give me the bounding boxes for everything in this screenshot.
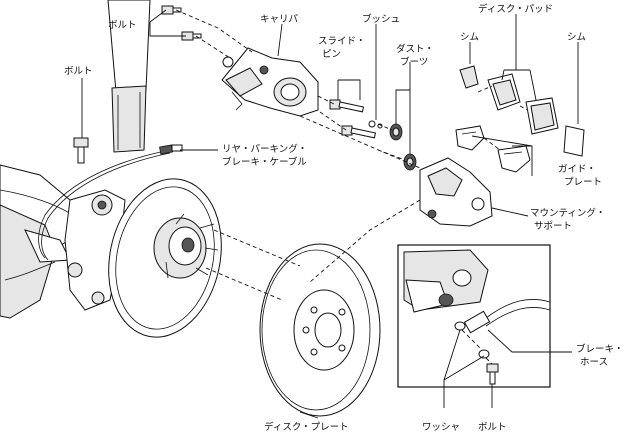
label-shim-right: シム [567, 32, 586, 43]
knuckle-and-hub [64, 178, 222, 338]
label-hose-line2: ホース [580, 357, 608, 368]
parking-brake-cable [38, 144, 183, 261]
label-guide-plate-line2: プレート [564, 177, 602, 188]
label-disc-plate: ディスク・プレート [264, 421, 349, 433]
disc-plate-part [259, 243, 381, 417]
label-mounting-line2: サポート [534, 221, 572, 232]
leader-lines [81, 9, 579, 419]
label-caliper: キャリパ [260, 14, 299, 25]
bolt-left-part [73, 137, 89, 164]
suspension-strut [0, 0, 151, 319]
label-bolt-bottom: ボルト [478, 422, 507, 433]
label-bolt-top: ボルト [108, 20, 137, 31]
assembly-lines [175, 9, 529, 301]
label-dust-boot-line1: ダスト・ [396, 43, 434, 55]
label-bushing: ブッシュ [362, 13, 400, 25]
pads-and-shims [459, 65, 585, 157]
label-hose-line1: ブレーキ・ [576, 343, 624, 355]
label-disc-pad: ディスク・パッド [478, 3, 553, 15]
hose-detail-inset [397, 244, 551, 388]
label-slide-pin-line1: スライド・ [318, 36, 366, 47]
label-dust-boot-line2: ブーツ [400, 56, 428, 68]
dust-boots-part [389, 123, 417, 171]
label-bolt-left: ボルト [64, 66, 93, 77]
guide-plates [455, 125, 531, 173]
label-mounting-line1: マウンティング・ [530, 207, 605, 219]
caliper-part [221, 47, 319, 117]
label-washer: ワッシャ [422, 422, 460, 433]
slide-pins-part [329, 99, 383, 139]
label-guide-plate-line1: ガイド・ [558, 164, 596, 175]
mounting-support-part [419, 157, 493, 227]
top-bolts [161, 5, 202, 41]
label-shim-left: シム [460, 32, 479, 43]
callout-labels: ボルト キャリパ ブッシュ ディスク・パッド シム シム スライド・ ピン ダス… [64, 3, 624, 433]
label-cable-line1: リヤ・パーキング・ [222, 143, 307, 155]
label-cable-line2: ブレーキ・ケーブル [222, 156, 307, 168]
label-slide-pin-line2: ピン [322, 49, 341, 60]
